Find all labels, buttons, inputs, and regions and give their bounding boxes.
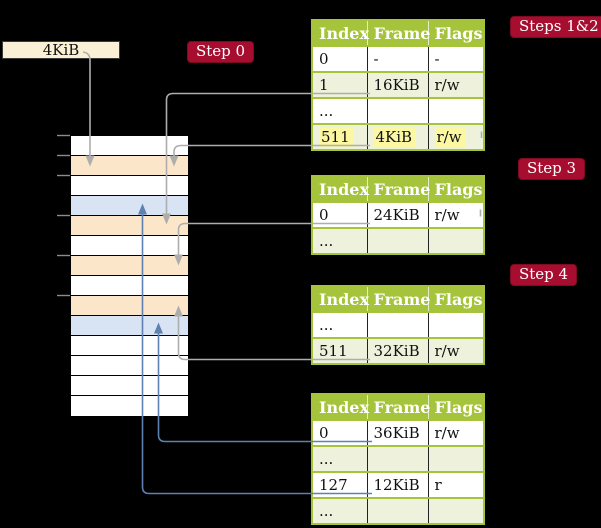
memory-row-pagetable (71, 296, 188, 316)
frame-cell (366, 498, 428, 524)
memory-tick-marks (57, 134, 70, 297)
index-cell: ... (312, 98, 367, 124)
flags-cell (427, 228, 484, 254)
column-header: Index (312, 286, 369, 312)
index-cell: 511 (312, 124, 367, 150)
frame-cell: 12KiB (366, 472, 428, 498)
memory-row-pagetable (71, 216, 188, 236)
frame-cell (366, 312, 428, 338)
frame-cell: 16KiB (366, 72, 428, 98)
memory-row-plain (71, 176, 188, 196)
flags-cell (427, 98, 484, 124)
frame-cell (366, 446, 428, 472)
index-cell: ... (312, 312, 367, 338)
step-4-label: Step 4 (510, 264, 578, 286)
column-header: Flags (427, 394, 484, 420)
table-row: 0-- (312, 46, 484, 72)
flags-cell: r/w (427, 420, 484, 446)
highlighted-value: 4KiB (373, 128, 417, 147)
flags-cell: - (427, 46, 484, 72)
column-header: Frame (366, 20, 430, 46)
column-header: Flags (427, 176, 484, 202)
steps-1-2-label: Steps 1&2 (510, 16, 601, 38)
table-row: ... (312, 498, 484, 524)
column-header: Frame (366, 176, 430, 202)
memory-row-plain (71, 276, 188, 296)
memory-row-plain (71, 376, 188, 396)
flags-cell: r/w (427, 72, 484, 98)
memory-row-pagetable (71, 156, 188, 176)
frame-cell: 36KiB (366, 420, 428, 446)
column-header: Flags (427, 286, 484, 312)
frame-cell (366, 228, 428, 254)
index-cell: ... (312, 498, 367, 524)
memory-row-plain (71, 396, 188, 416)
index-cell: ... (312, 446, 367, 472)
flags-cell (427, 446, 484, 472)
column-header: Index (312, 20, 369, 46)
table-row: 511 4KiB r/w (312, 124, 484, 150)
table-row: ... (312, 228, 484, 254)
column-header: Index (312, 394, 369, 420)
memory-row-plain (71, 356, 188, 376)
flags-cell: r/w (427, 124, 484, 150)
frame-4kib-box: 4KiB (2, 41, 120, 59)
memory-row-mapped (71, 316, 188, 336)
memory-row-mapped (71, 196, 188, 216)
step-0-label: Step 0 (187, 41, 255, 63)
flags-cell: r/w (427, 202, 484, 228)
frame-cell: - (366, 46, 428, 72)
flags-cell: r/w (427, 338, 484, 364)
index-cell: 127 (312, 472, 367, 498)
highlighted-value: 511 (319, 128, 354, 147)
memory-row-pagetable (71, 256, 188, 276)
physical-memory-column (70, 135, 189, 417)
column-header: Index (312, 176, 369, 202)
flags-cell: r (427, 472, 484, 498)
flags-cell (427, 498, 484, 524)
flags-cell (427, 312, 484, 338)
index-cell: 0 (312, 202, 367, 228)
index-cell: 0 (312, 420, 367, 446)
table-row: ... (312, 446, 484, 472)
column-header: Flags (427, 20, 484, 46)
frame-cell: 24KiB (366, 202, 428, 228)
table-row: ... (312, 312, 484, 338)
memory-row-plain (71, 336, 188, 356)
step-3-label: Step 3 (518, 158, 586, 180)
frame-cell (366, 98, 428, 124)
index-cell: ... (312, 228, 367, 254)
column-header: Frame (366, 394, 430, 420)
frame-cell: 32KiB (366, 338, 428, 364)
highlighted-value: r/w (434, 128, 466, 147)
index-cell: 0 (312, 46, 367, 72)
column-header: Frame (366, 286, 430, 312)
frame-cell: 4KiB (366, 124, 428, 150)
memory-row-plain (71, 236, 188, 256)
table-row: ... (312, 98, 484, 124)
index-cell: 511 (312, 338, 367, 364)
index-cell: 1 (312, 72, 367, 98)
memory-row-plain (71, 136, 188, 156)
